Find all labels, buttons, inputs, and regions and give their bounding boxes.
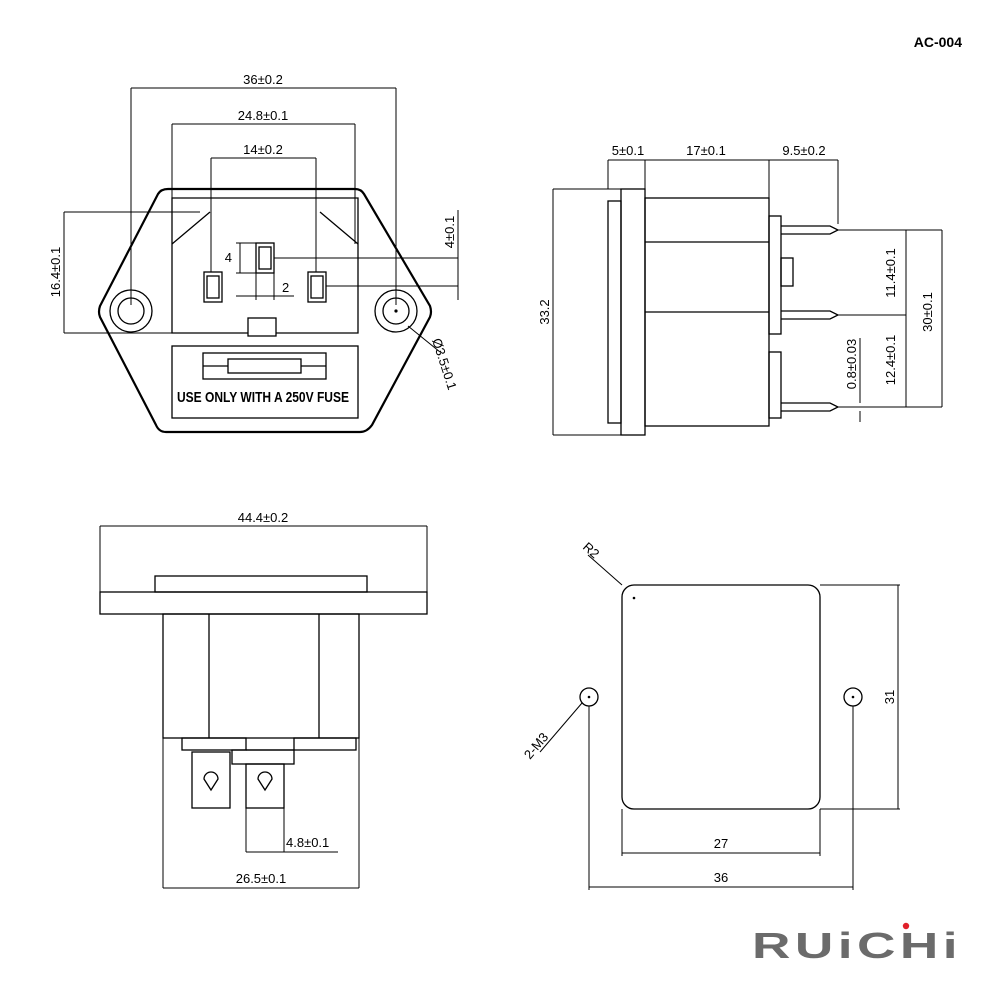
bottom-tab-right	[245, 763, 285, 809]
bottom-terminal-base-right	[293, 737, 357, 751]
side-front-lip	[607, 200, 622, 424]
side-terminal-block	[768, 215, 782, 335]
dim-pin-small-4: 4	[225, 250, 232, 265]
dim-pin-small-2: 2	[282, 280, 289, 295]
bottom-terminal-mid	[231, 749, 295, 765]
dim-overall-width: 36±0.2	[243, 72, 283, 87]
pin-right	[307, 271, 327, 303]
panel-cutout	[621, 584, 821, 810]
side-terminal-clip	[780, 257, 794, 287]
model-label: AC-004	[914, 34, 962, 50]
pin-right-inner	[310, 275, 324, 299]
side-view: 5±0.1 17±0.1 9.5±0.2 33.2 11.4±0.1 12.4±…	[537, 143, 943, 436]
side-terminal-block-lower	[768, 351, 782, 419]
pin-earth-inner	[258, 246, 272, 270]
bottom-top-lip	[154, 575, 368, 593]
key-notch	[247, 317, 277, 337]
pin-left	[203, 271, 223, 303]
front-view: USE ONLY WITH A 250V FUSE 36±0.2 24.8±0.…	[48, 72, 460, 434]
dim-side-terminal: 9.5±0.2	[782, 143, 825, 158]
dim-cutout-hole-pitch: 36	[714, 870, 728, 885]
pin-left-inner	[206, 275, 220, 299]
dim-cutout-height: 31	[882, 690, 897, 704]
bottom-view: 44.4±0.2 4.8±0.1 26.5±0.1	[99, 510, 428, 889]
fuse-drawer	[171, 345, 359, 419]
bottom-flange	[99, 591, 428, 615]
bottom-body	[162, 613, 360, 739]
dim-bottom-terminal-width: 4.8±0.1	[286, 835, 329, 850]
cutout-view: R2 2-M3 31 27 36	[521, 539, 900, 890]
bottom-terminal-base-left	[181, 737, 247, 751]
mount-hole-center	[394, 309, 398, 313]
dim-cutout-width: 27	[714, 836, 728, 851]
dim-bottom-flange-width: 44.4±0.2	[238, 510, 289, 525]
bottom-tab-left	[191, 751, 231, 809]
dim-side-pin-thickness: 0.8±0.03	[844, 339, 859, 390]
dim-height: 16.4±0.1	[48, 247, 63, 298]
dim-cutout-screw: 2-M3	[521, 730, 552, 762]
dim-pin-spacing: 14±0.2	[243, 142, 283, 157]
terminal-upper	[781, 225, 840, 235]
dim-pin-offset: 4±0.1	[442, 216, 457, 248]
dim-side-upper-pitch: 11.4±0.1	[883, 248, 898, 298]
fuse-warning-text: USE ONLY WITH A 250V FUSE	[177, 389, 349, 406]
bottom-tab-right-hole	[257, 771, 273, 792]
front-flange-outline	[97, 187, 433, 434]
bottom-tab-left-hole	[203, 771, 219, 792]
dim-bottom-body-width: 26.5±0.1	[236, 871, 287, 886]
inlet-chamfer	[171, 211, 359, 245]
dim-socket-width: 24.8±0.1	[238, 108, 289, 123]
dim-hole-dia: Ø3.5±0.1	[429, 336, 460, 391]
dim-side-lower-pitch: 12.4±0.1	[883, 335, 898, 386]
terminal-middle	[781, 310, 840, 320]
dim-cutout-radius: R2	[580, 539, 602, 561]
inlet-cavity	[171, 197, 359, 334]
side-flange	[620, 188, 646, 436]
dim-side-terminal-span: 30±0.1	[920, 292, 935, 332]
dim-side-height: 33.2	[537, 299, 552, 324]
dim-side-flange: 5±0.1	[612, 143, 644, 158]
brand-logo-dot	[902, 922, 910, 930]
terminal-lower	[781, 402, 840, 412]
brand-logo: RUiCHi	[752, 925, 962, 966]
fuse-cartridge	[227, 358, 302, 374]
dim-side-body: 17±0.1	[686, 143, 726, 158]
